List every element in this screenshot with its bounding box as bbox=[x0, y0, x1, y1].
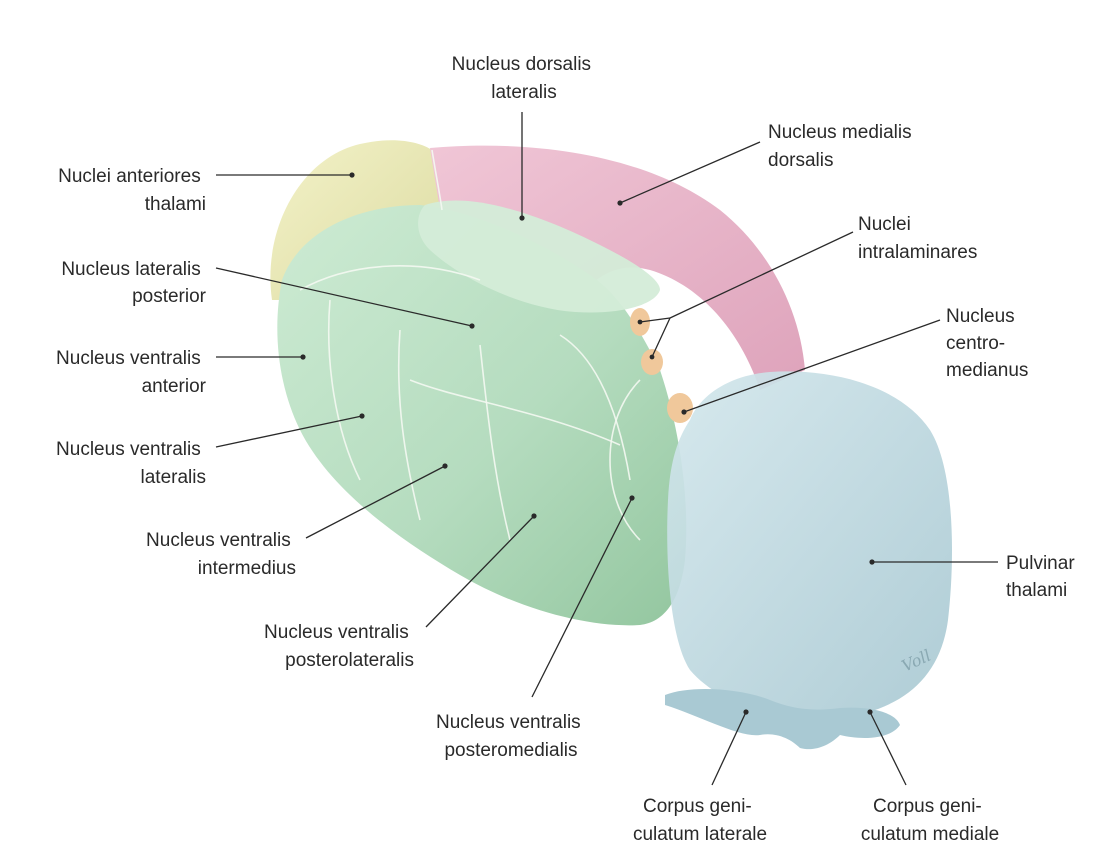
seam-top-lateral bbox=[299, 265, 481, 291]
seam-vpm-arc bbox=[609, 379, 641, 541]
intralaminar-nucleus-2 bbox=[641, 349, 663, 375]
geniculate-bodies bbox=[665, 688, 900, 750]
label-nuclei-anteriores: Nuclei anteriores thalami bbox=[58, 166, 206, 215]
label-nuclei-intralaminares: Nuclei intralaminares bbox=[858, 214, 977, 263]
label-corpus-geniculatum-laterale: Corpus geni- culatum laterale bbox=[633, 796, 767, 845]
labels: Nuclei anteriores thalami Nucleus dorsal… bbox=[56, 54, 1080, 845]
label-nucleus-ventralis-posterolateralis: Nucleus ventralis posterolateralis bbox=[264, 622, 414, 671]
seam-vl-vi bbox=[397, 329, 421, 521]
label-nucleus-medialis-dorsalis: Nucleus medialis dorsalis bbox=[768, 122, 917, 171]
dorsal-lateral-bar bbox=[418, 200, 660, 313]
pulvinar-region bbox=[667, 371, 953, 720]
seam-vpl-vpm bbox=[559, 334, 631, 481]
seam-anterior-medial bbox=[431, 149, 443, 211]
thalamus-illustration bbox=[270, 140, 953, 750]
label-nucleus-ventralis-posteromedialis: Nucleus ventralis posteromedialis bbox=[436, 712, 586, 761]
label-nucleus-ventralis-lateralis: Nucleus ventralis lateralis bbox=[56, 439, 206, 488]
label-nucleus-lateralis-posterior: Nucleus lateralis posterior bbox=[61, 259, 206, 307]
label-pulvinar-thalami: Pulvinar thalami bbox=[1006, 553, 1080, 601]
seam-va-vl bbox=[327, 299, 361, 481]
label-nucleus-centromedianus: Nucleus centro- medianus bbox=[946, 306, 1028, 381]
label-nucleus-ventralis-intermedius: Nucleus ventralis intermedius bbox=[146, 530, 296, 579]
label-nucleus-ventralis-anterior: Nucleus ventralis anterior bbox=[56, 348, 207, 397]
label-nucleus-dorsalis-lateralis: Nucleus dorsalis lateralis bbox=[452, 54, 597, 103]
label-corpus-geniculatum-mediale: Corpus geni- culatum mediale bbox=[861, 796, 999, 845]
intralaminar-nucleus-3 bbox=[667, 393, 693, 423]
seam-mid-lateral bbox=[409, 379, 621, 446]
leader-lines bbox=[215, 112, 998, 786]
seam-vi-vpl bbox=[479, 344, 511, 541]
